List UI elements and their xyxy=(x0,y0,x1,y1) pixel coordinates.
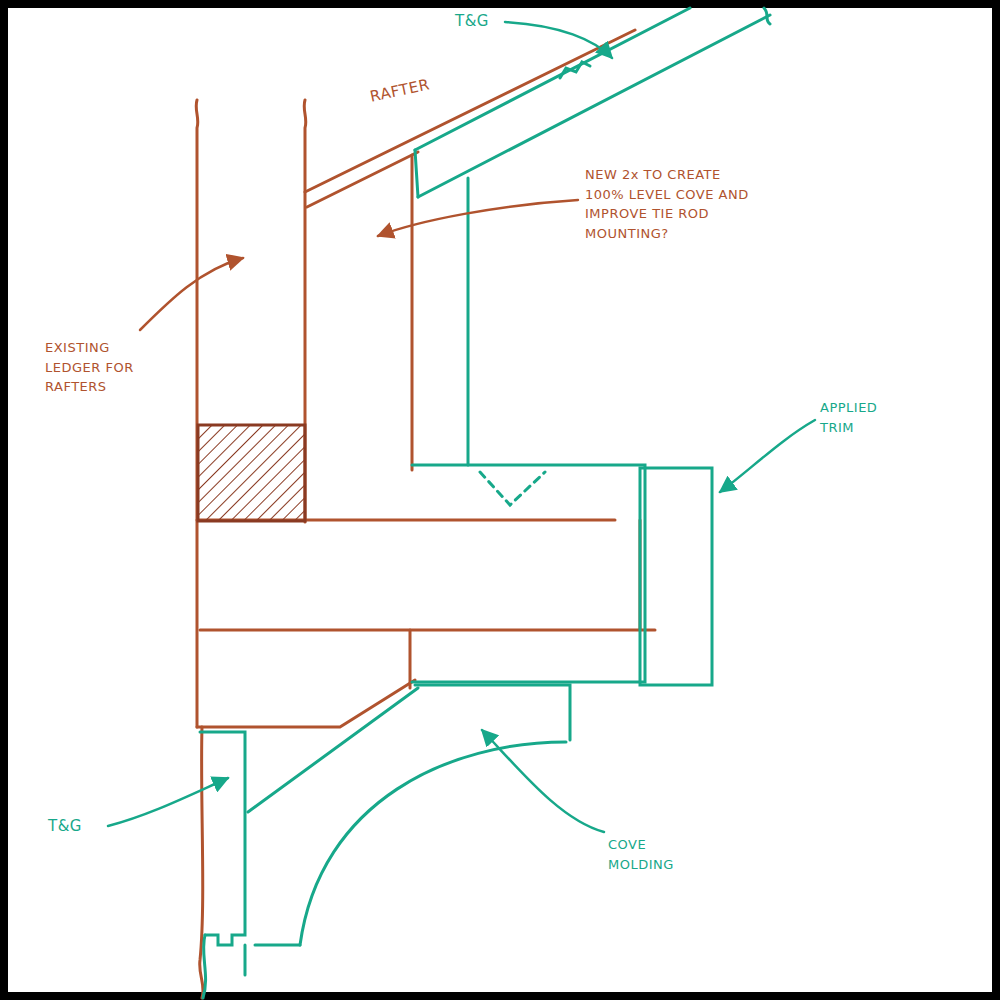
callout-label: RAFTER xyxy=(368,67,461,108)
finish-work xyxy=(200,8,770,998)
callout-label: APPLIED TRIM xyxy=(820,398,905,437)
existing-ledger xyxy=(198,425,305,521)
callout-label: NEW 2x TO CREATE 100% LEVEL COVE AND IMP… xyxy=(585,165,750,243)
callout-label: COVE MOLDING xyxy=(608,835,703,874)
callout-label: EXISTING LEDGER FOR RAFTERS xyxy=(45,338,150,397)
leader-lines xyxy=(108,22,815,832)
callout-label: T&G xyxy=(455,10,515,33)
frame xyxy=(4,4,996,996)
callout-label: T&G xyxy=(48,815,108,838)
